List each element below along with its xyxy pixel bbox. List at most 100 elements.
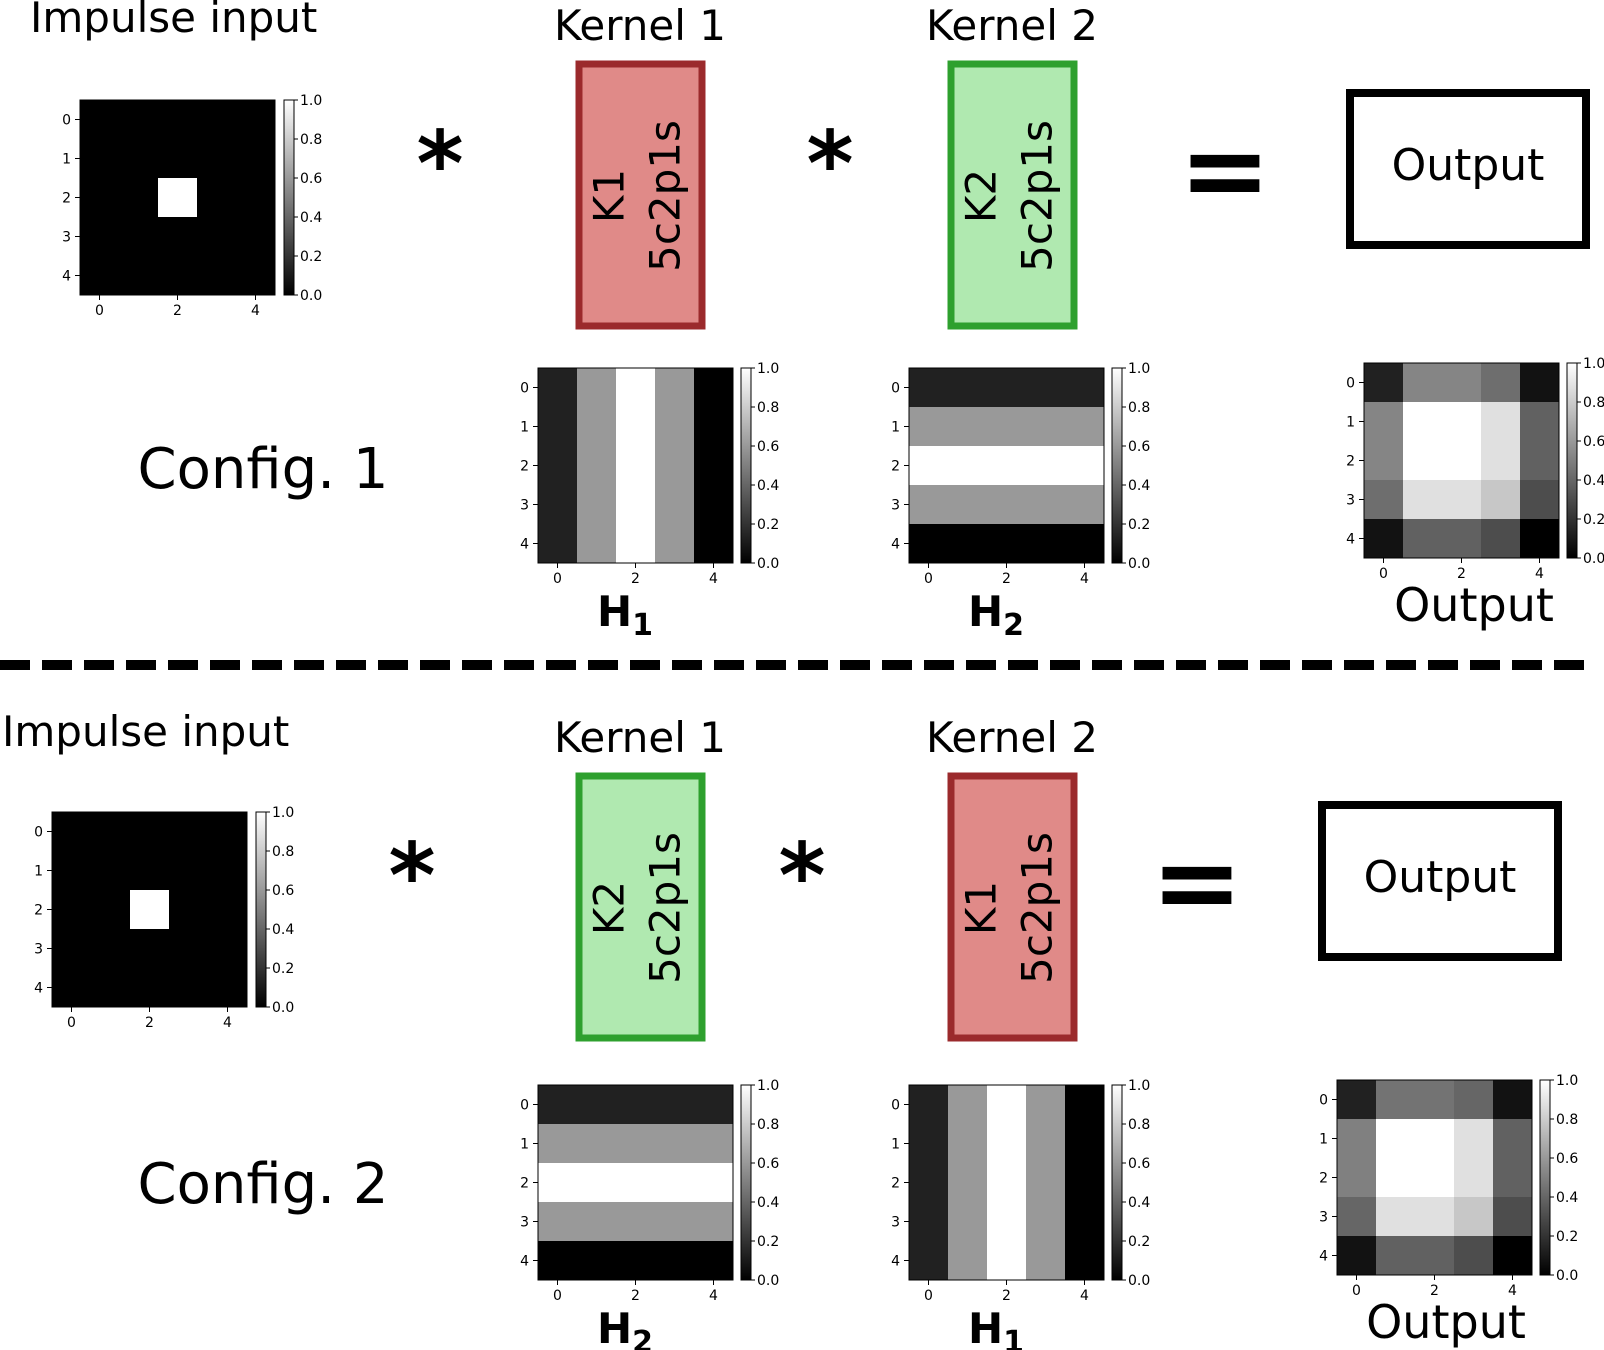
heatmap-cell: [197, 217, 237, 257]
output-heatmap-label: Output: [1366, 1295, 1526, 1349]
heatmap-cell: [538, 1124, 578, 1164]
heatmap-cell: [538, 1202, 578, 1242]
colorbar-tick-label: 0.0: [1128, 1273, 1150, 1289]
heatmap-cell: [1520, 480, 1560, 520]
colorbar-tick-label: 0.4: [757, 478, 779, 494]
heatmap-cell: [1065, 1124, 1105, 1164]
heatmap-cell: [80, 139, 120, 179]
heatmap-cell: [1364, 402, 1404, 442]
heatmap-cell: [1520, 519, 1560, 559]
x-tick-label: 0: [1379, 566, 1388, 582]
x-tick-label: 2: [1457, 566, 1466, 582]
colorbar-tick-label: 0.8: [757, 1117, 779, 1133]
heatmap-cell: [1364, 363, 1404, 403]
x-tick-label: 4: [251, 303, 260, 319]
heatmap-cell: [1364, 519, 1404, 559]
colorbar-tick-label: 0.0: [1128, 556, 1150, 572]
colorbar-tick-label: 0.4: [300, 210, 322, 226]
heatmap-cell: [1481, 441, 1521, 481]
heatmap-cell: [130, 890, 170, 930]
heatmap-cell: [1026, 1124, 1066, 1164]
heatmap-cell: [1415, 1080, 1455, 1120]
y-tick-label: 4: [520, 1254, 529, 1270]
output-colorbar: 0.00.20.40.60.81.0: [1566, 356, 1604, 567]
x-tick-label: 4: [709, 571, 718, 587]
colorbar-tick-label: 0.0: [757, 1273, 779, 1289]
config-label: Config. 1: [138, 437, 389, 502]
heatmap-cell: [538, 446, 578, 486]
y-tick-label: 2: [1346, 454, 1355, 470]
heatmap-cell: [80, 217, 120, 257]
heatmap-cell: [1493, 1119, 1533, 1159]
colorbar-gradient: [1111, 1084, 1123, 1281]
heatmap-cell: [1520, 441, 1560, 481]
heatmap-cell: [158, 139, 198, 179]
heatmap-cell: [694, 524, 734, 564]
y-tick-label: 1: [520, 420, 529, 436]
heatmap-cell: [197, 256, 237, 296]
heatmap-cell: [119, 256, 159, 296]
heatmap-cell: [1520, 363, 1560, 403]
heatmap-cell: [577, 446, 617, 486]
heatmap-cell: [208, 968, 248, 1008]
heatmap-cell: [1520, 402, 1560, 442]
colorbar-tick-label: 0.6: [272, 883, 294, 899]
equals-operator: =: [1179, 106, 1271, 234]
heatmap-cell: [208, 890, 248, 930]
heatmap-cell: [909, 485, 949, 525]
heatmap-cell: [1442, 441, 1482, 481]
heatmap-cell: [577, 485, 617, 525]
colorbar-tick-label: 0.0: [1556, 1268, 1578, 1284]
heatmap-cell: [1065, 368, 1105, 408]
heatmap-cell: [1481, 480, 1521, 520]
heatmap-cell: [169, 968, 209, 1008]
y-tick-label: 2: [520, 459, 529, 475]
output-box-label: Output: [1364, 852, 1517, 903]
heatmap-cell: [948, 1085, 988, 1125]
heatmap-cell: [909, 407, 949, 447]
heatmap-cell: [1376, 1236, 1416, 1276]
heatmap-cell: [694, 1202, 734, 1242]
heatmap-cell: [52, 851, 92, 891]
heatmap-cell: [694, 1163, 734, 1203]
heatmap-cell: [1026, 1085, 1066, 1125]
impulse-input-colorbar: 0.00.20.40.60.81.0: [283, 93, 322, 304]
input-title: Impulse input: [30, 0, 317, 42]
heatmap-cell: [169, 812, 209, 852]
heatmap-cell: [1337, 1236, 1377, 1276]
heatmap-cell: [52, 929, 92, 969]
heatmap-cell: [577, 1241, 617, 1281]
heatmap-cell: [909, 368, 949, 408]
heatmap-cell: [208, 851, 248, 891]
kernel-b-spec: 5c2p1s: [1013, 832, 1062, 984]
heatmap-cell: [538, 368, 578, 408]
heatmap-cell: [119, 217, 159, 257]
convolve-operator: *: [778, 824, 825, 929]
heatmap-cell: [987, 1085, 1027, 1125]
x-tick-label: 0: [67, 1015, 76, 1031]
heatmap-cell: [616, 1085, 656, 1125]
colorbar-tick-label: 0.6: [1128, 1156, 1150, 1172]
heatmap-cell: [1376, 1158, 1416, 1198]
heatmap-cell: [236, 217, 276, 257]
heatmap-cell: [987, 1241, 1027, 1281]
heatmap-cell: [694, 407, 734, 447]
colorbar-tick-label: 0.2: [757, 1234, 779, 1250]
colorbar-tick-label: 0.0: [300, 288, 322, 304]
colorbar-gradient: [1111, 367, 1123, 564]
kernel-b-colorbar: 0.00.20.40.60.81.0: [1111, 361, 1150, 572]
heatmap-cell: [655, 1163, 695, 1203]
heatmap-cell: [1376, 1080, 1416, 1120]
input-title: Impulse input: [2, 707, 289, 756]
heatmap-cell: [91, 929, 131, 969]
heatmap-cell: [909, 1085, 949, 1125]
heatmap-cell: [616, 368, 656, 408]
kernel-a-colorbar: 0.00.20.40.60.81.0: [740, 361, 779, 572]
heatmap-cell: [948, 1241, 988, 1281]
x-tick-label: 4: [1508, 1283, 1517, 1299]
heatmap-cell: [1065, 407, 1105, 447]
x-tick-label: 4: [1080, 571, 1089, 587]
y-tick-label: 3: [891, 1215, 900, 1231]
